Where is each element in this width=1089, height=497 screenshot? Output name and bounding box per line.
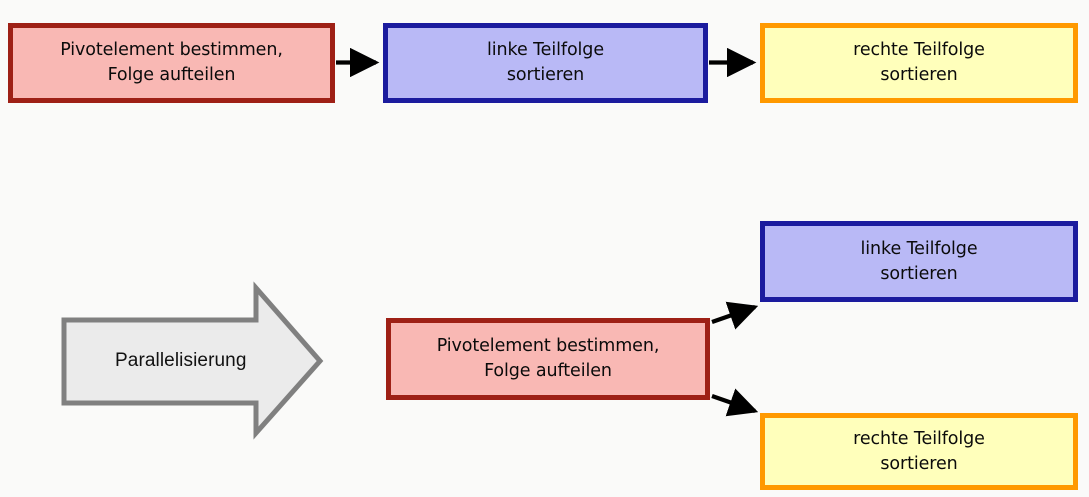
node-parallel-pivot[interactable]: Pivotelement bestimmen, Folge aufteilen — [386, 318, 710, 400]
node-sequential-left-sort[interactable]: linke Teilfolge sortieren — [383, 23, 708, 103]
node-parallel-right-sort[interactable]: rechte Teilfolge sortieren — [760, 413, 1078, 490]
node-parallel-left-sort[interactable]: linke Teilfolge sortieren — [760, 221, 1078, 302]
node-sequential-pivot[interactable]: Pivotelement bestimmen, Folge aufteilen — [8, 23, 335, 103]
arrow-parallel-pivot-to-right — [711, 388, 759, 417]
node-sequential-right-sort[interactable]: rechte Teilfolge sortieren — [760, 23, 1078, 103]
arrow-parallel-pivot-to-left — [711, 301, 759, 330]
block-arrow-label: Parallelisierung — [115, 350, 247, 371]
